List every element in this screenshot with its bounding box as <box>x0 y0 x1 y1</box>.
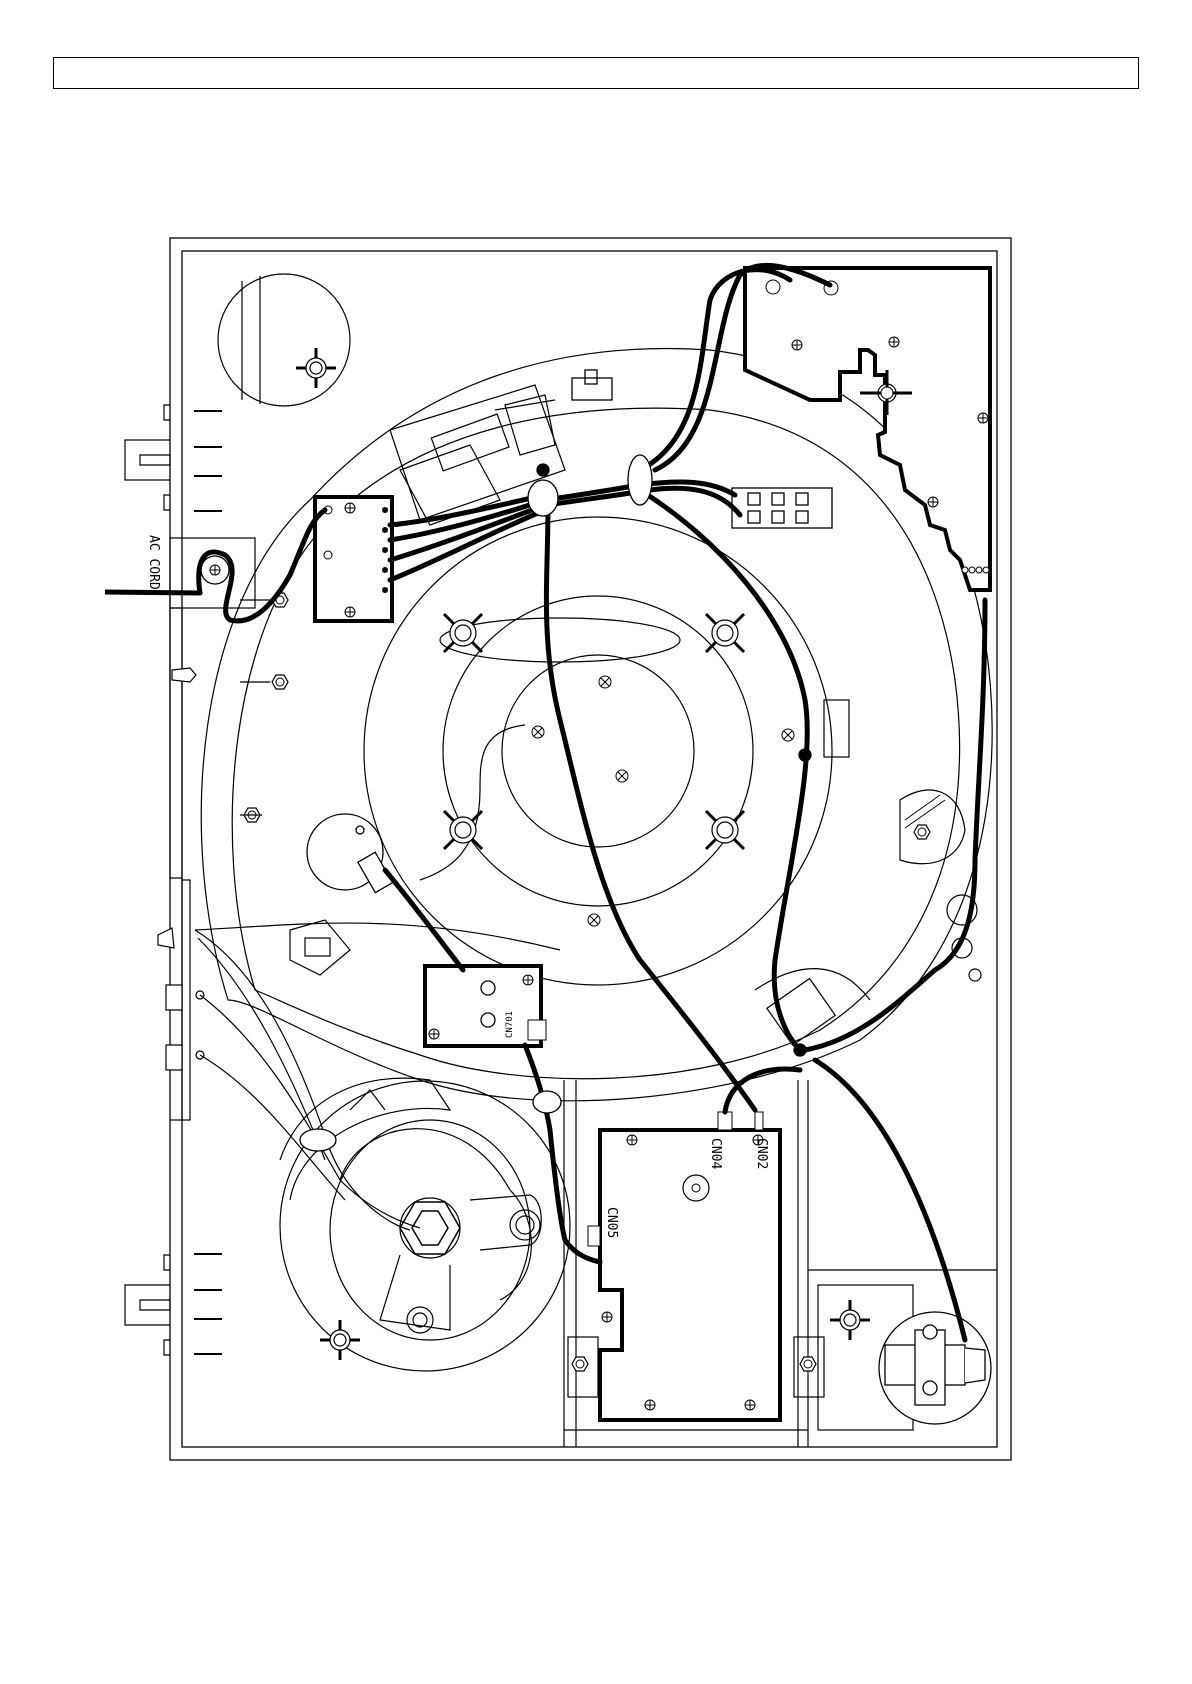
main-pcb <box>588 1112 780 1420</box>
top-right-panel <box>745 268 990 590</box>
ac-cord-label: AC CORD <box>146 535 161 590</box>
left-bracket <box>290 920 350 975</box>
wiring-harness <box>199 265 985 1340</box>
cn701-board <box>425 966 546 1046</box>
main-wiring-board <box>315 497 392 621</box>
cn05-label: CN05 <box>604 1207 619 1238</box>
cn02-label: CN02 <box>754 1138 769 1169</box>
turntable <box>201 349 992 1101</box>
cartridge-holder <box>879 1312 991 1424</box>
connector-block <box>732 488 832 528</box>
screw-stems <box>240 600 270 815</box>
cn04-label: CN04 <box>708 1138 723 1169</box>
cn701-label: CN701 <box>505 1011 515 1038</box>
ac-cord-plug <box>105 556 229 593</box>
left-wall-details <box>125 405 255 1355</box>
rear-jacks <box>158 668 204 1070</box>
capacitor <box>307 814 393 893</box>
top-left-cap <box>218 274 350 406</box>
top-switch <box>572 370 612 400</box>
tonearm-nut <box>400 1202 460 1254</box>
right-side-part <box>824 700 965 864</box>
